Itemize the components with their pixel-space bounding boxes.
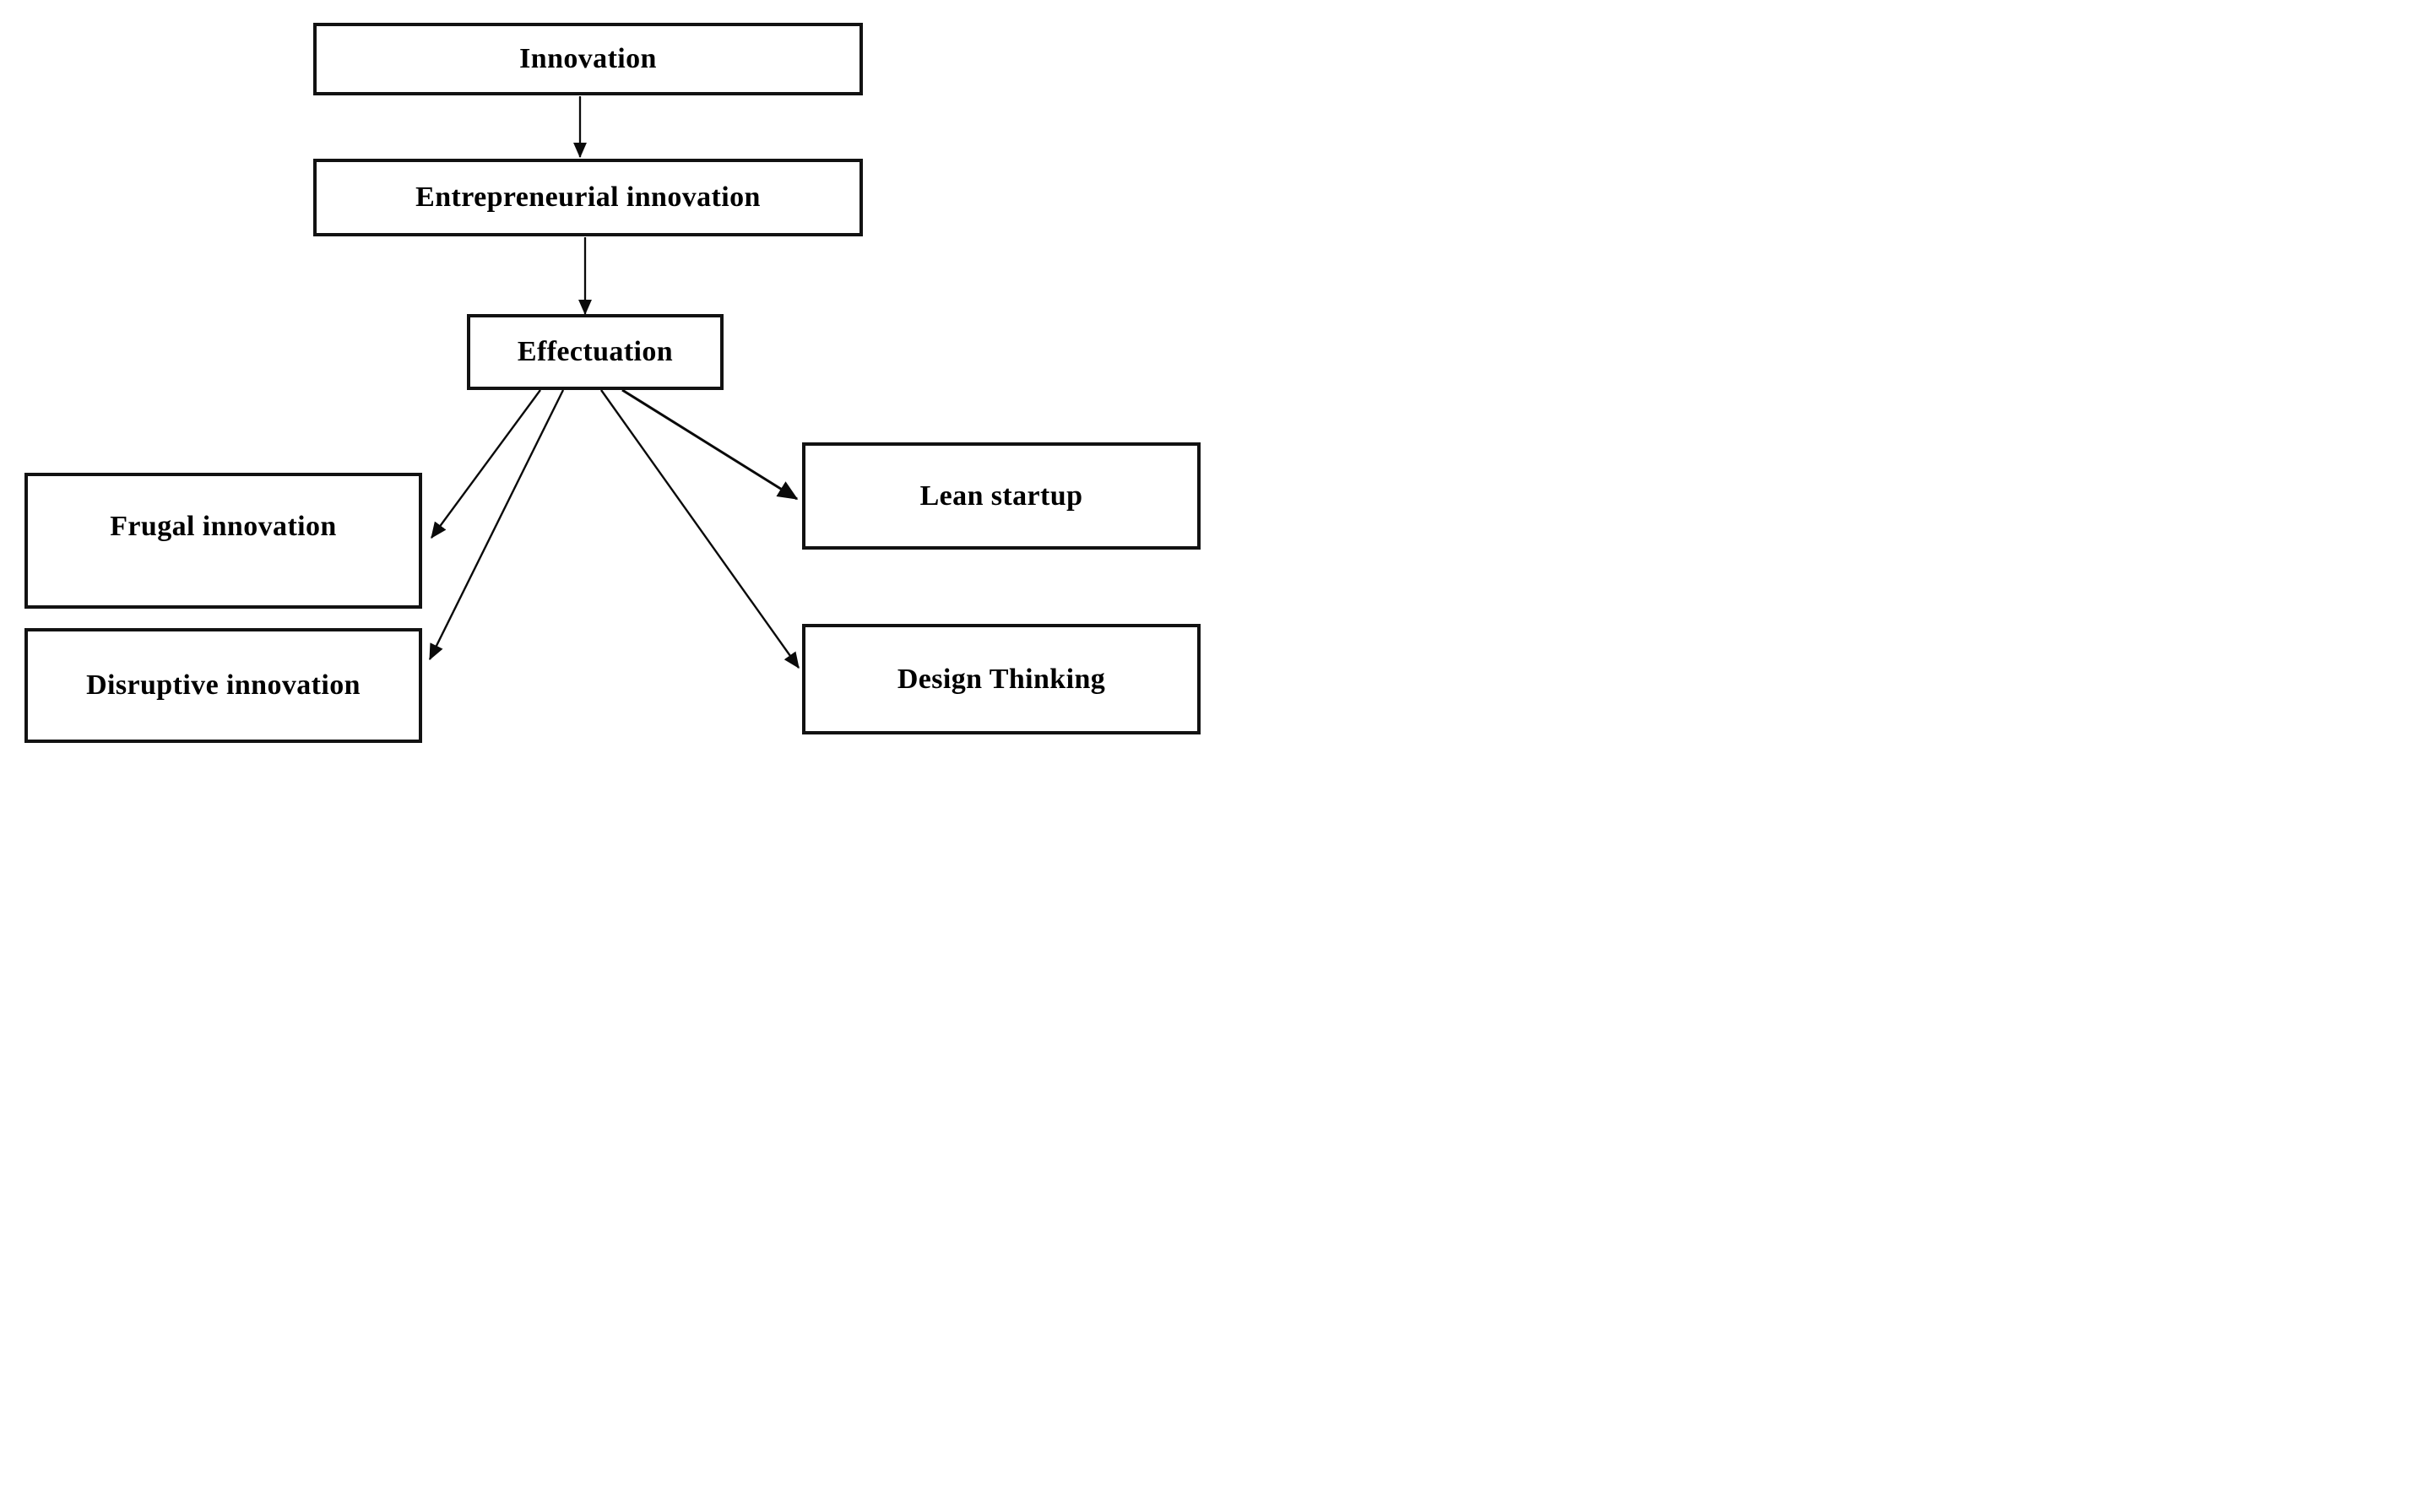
edge-effectuation-to-lean-arrow — [621, 388, 799, 501]
node-effectuation-label: Effectuation — [517, 336, 674, 368]
node-effectuation: Effectuation — [467, 314, 724, 390]
node-design-thinking: Design Thinking — [802, 624, 1201, 734]
node-lean-startup-label: Lean startup — [919, 480, 1083, 512]
node-disruptive-innovation-label: Disruptive innovation — [86, 669, 361, 702]
node-disruptive-innovation: Disruptive innovation — [24, 628, 422, 743]
node-frugal-innovation-label: Frugal innovation — [110, 510, 337, 542]
edge-effectuation-to-disruptive-arrow — [428, 389, 565, 661]
node-design-thinking-label: Design Thinking — [897, 663, 1106, 695]
node-frugal-innovation: Frugal innovation — [24, 473, 422, 609]
edge-effectuation-to-frugal-arrow — [431, 389, 541, 539]
node-innovation-label: Innovation — [519, 43, 657, 75]
node-lean-startup: Lean startup — [802, 442, 1201, 550]
node-entrepreneurial-innovation: Entrepreneurial innovation — [313, 159, 863, 236]
node-innovation: Innovation — [313, 23, 863, 95]
edge-effectuation-to-design-arrow — [600, 389, 800, 669]
diagram-canvas: Innovation Entrepreneurial innovation Ef… — [0, 0, 1206, 756]
node-entrepreneurial-innovation-label: Entrepreneurial innovation — [415, 182, 761, 214]
